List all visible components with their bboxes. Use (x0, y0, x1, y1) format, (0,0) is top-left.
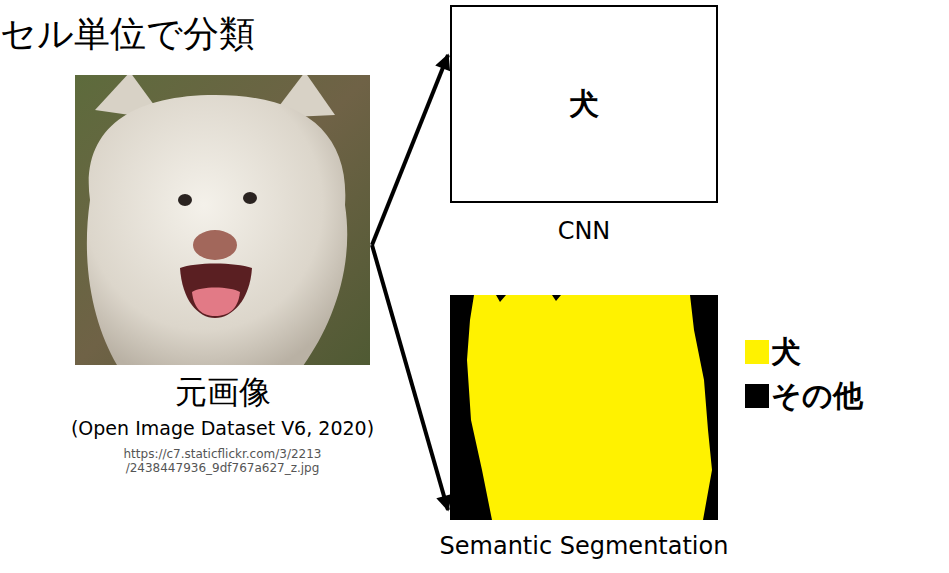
class-label: 犬 (452, 86, 716, 122)
dog-mask (467, 295, 712, 520)
arrow-connector (372, 55, 448, 245)
legend-swatch (745, 340, 769, 364)
segmentation-box: Semantic Segmentation (450, 295, 718, 520)
dog-tongue (192, 288, 240, 317)
legend-swatch (745, 384, 769, 408)
arrow-connector (372, 245, 448, 510)
dog-photo (75, 75, 370, 365)
legend-label: 犬 (771, 332, 801, 373)
method-label: CNN (484, 217, 684, 246)
slide-title: セル単位で分類 (0, 10, 255, 59)
dog-nose (193, 230, 237, 260)
image-caption: 元画像 (73, 373, 373, 411)
output-box: 犬CNN (450, 5, 718, 203)
dataset-credit: (Open Image Dataset V6, 2020) (58, 417, 388, 440)
segmentation-image (450, 295, 718, 520)
legend-label: その他 (771, 376, 863, 417)
segmentation-background (450, 295, 718, 520)
legend-item: 犬 (745, 330, 863, 374)
dog-body (87, 95, 347, 365)
dog-mouth (180, 264, 252, 319)
method-label: Semantic Segmentation (424, 532, 744, 561)
legend-item: その他 (745, 374, 863, 418)
source-url: https://c7.staticflickr.com/3/2213 /2438… (105, 447, 341, 476)
dog-eye (178, 194, 192, 206)
source-image: 元画像(Open Image Dataset V6, 2020)https://… (75, 75, 370, 365)
dog-eye (243, 192, 257, 204)
legend: 犬その他 (745, 330, 863, 418)
